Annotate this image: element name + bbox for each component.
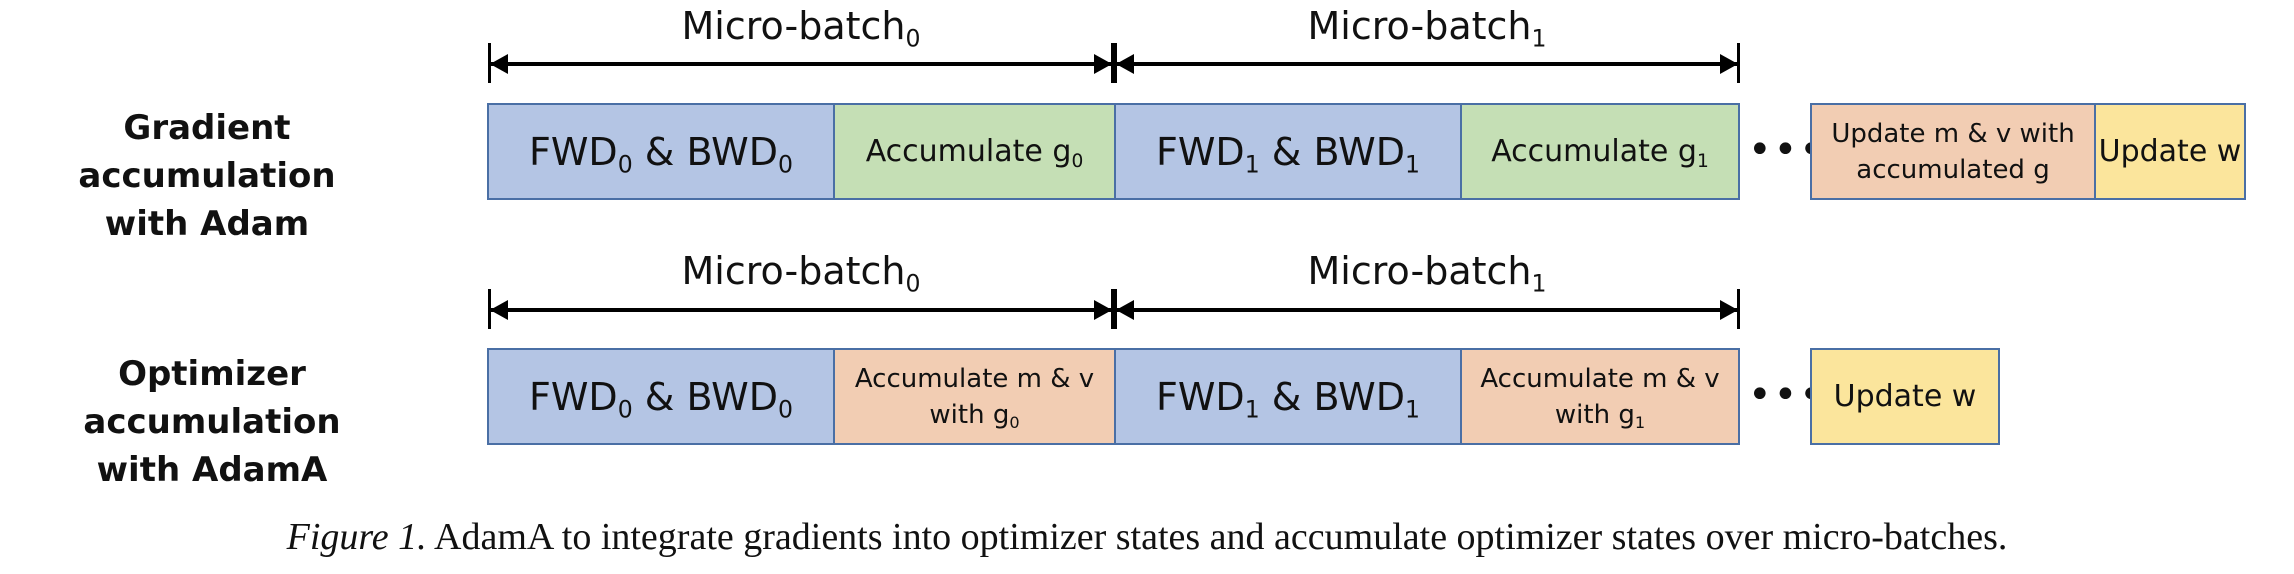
row2-microbatch1-label: Micro-batch1 — [1307, 249, 1547, 298]
row1-fwd-bwd-1-box: FWD1 & BWD1 — [1114, 103, 1462, 200]
row1-fwd-bwd-0-box: FWD0 & BWD0 — [487, 103, 835, 200]
row2-microbatch0-label: Micro-batch0 — [681, 249, 921, 298]
figure-caption-text: AdamA to integrate gradients into optimi… — [426, 516, 2008, 558]
row1-update-w-box: Update w — [2094, 103, 2246, 200]
row1-label: Gradient accumulation with Adam — [0, 104, 414, 248]
row1-label-line2: with Adam — [104, 204, 310, 244]
row2-microbatch0-bracket — [488, 289, 1114, 329]
row1-accumulate-g1-box: Accumulate g1 — [1460, 103, 1740, 200]
figure-caption-label: Figure 1. — [286, 516, 427, 558]
row1-microbatch1-bracket — [1114, 43, 1740, 83]
row1-label-line1: Gradient accumulation — [78, 108, 336, 196]
row2-update-w-box: Update w — [1810, 348, 2000, 445]
row1-microbatch0-bracket — [488, 43, 1114, 83]
row1-accumulate-g0-box: Accumulate g0 — [833, 103, 1116, 200]
row2-label: Optimizer accumulation with AdamA — [0, 350, 424, 494]
row2-label-line1: Optimizer accumulation — [83, 354, 341, 442]
row2-label-line2: with AdamA — [96, 450, 328, 490]
row1-microbatch0-label: Micro-batch0 — [681, 4, 921, 53]
figure-caption: Figure 1. AdamA to integrate gradients i… — [0, 515, 2294, 559]
row2-microbatch1-bracket — [1114, 289, 1740, 329]
row2-fwd-bwd-1-box: FWD1 & BWD1 — [1114, 348, 1462, 445]
row1-microbatch1-label: Micro-batch1 — [1307, 4, 1547, 53]
row2-fwd-bwd-0-box: FWD0 & BWD0 — [487, 348, 835, 445]
